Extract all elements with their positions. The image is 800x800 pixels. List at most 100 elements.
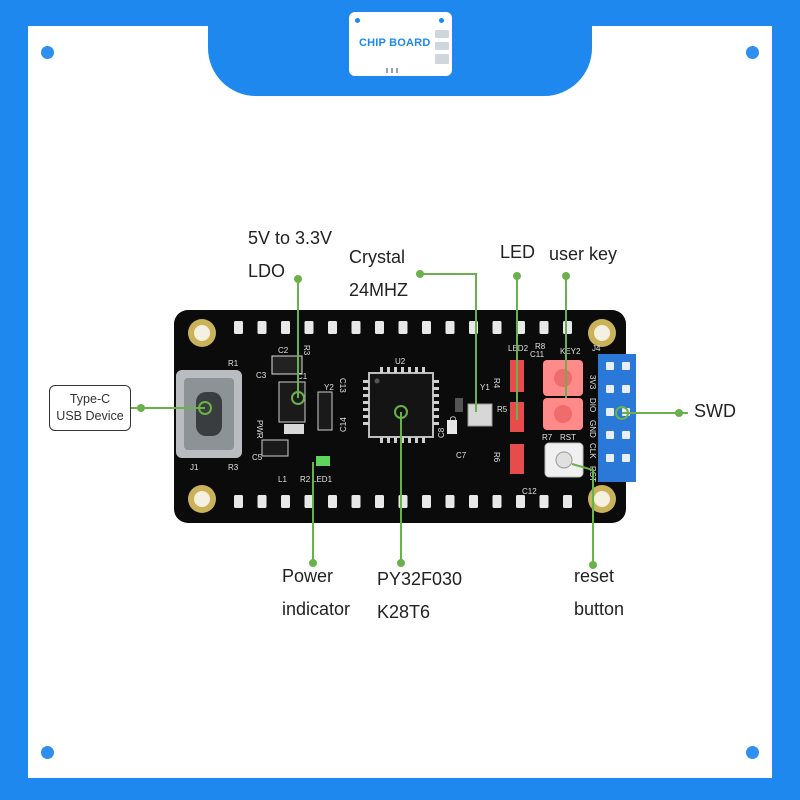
pin-pad	[469, 495, 478, 508]
logo-text: CHIP BOARD	[359, 37, 431, 49]
pin-pad	[363, 401, 369, 404]
pin-pad	[415, 437, 418, 443]
leader-rings	[198, 391, 629, 420]
silk-c2: C2	[278, 346, 289, 355]
label-mcu: PY32F030 K28T6	[377, 569, 463, 622]
power-led	[316, 456, 330, 466]
silk-r7: R7	[542, 433, 553, 442]
silk-c11: C11	[530, 350, 545, 359]
pin-pad	[422, 321, 431, 334]
pin-pad	[622, 385, 630, 393]
brand-logo: CHIP BOARD	[349, 12, 452, 76]
silk-r5: R5	[497, 405, 508, 414]
pin-pad	[234, 321, 243, 334]
silk-u2: U2	[395, 357, 406, 366]
silk-rst: RST	[560, 433, 576, 442]
pin-pad	[401, 367, 404, 373]
corner-dot	[746, 46, 759, 59]
label-ldo: 5V to 3.3V LDO	[248, 228, 333, 281]
silk-r3: R3	[302, 345, 311, 356]
crystal	[467, 403, 493, 427]
pin-pad	[387, 367, 390, 373]
silk-c7: C7	[456, 451, 467, 460]
pin-pad	[363, 394, 369, 397]
pin-pad	[422, 495, 431, 508]
silk-y2: Y2	[324, 383, 334, 392]
pin-pad	[539, 321, 549, 334]
leader-dots	[137, 270, 683, 569]
silk-c12: C12	[522, 487, 537, 496]
pin-pad	[401, 437, 404, 443]
pin-pad	[563, 321, 572, 334]
pin-pad	[304, 321, 314, 334]
pin-pad	[304, 495, 314, 508]
silk-r2: R2	[300, 475, 311, 484]
pin-pad	[433, 422, 439, 425]
label-power: Power indicator	[282, 566, 351, 619]
silk-key2: KEY2	[560, 347, 581, 356]
leader-crystal	[420, 273, 477, 412]
silk-c1: C1	[297, 372, 308, 381]
pin-pad	[492, 495, 502, 508]
silk-r4: R4	[492, 378, 501, 389]
silk-l1: L1	[278, 475, 287, 484]
leader-reset	[571, 463, 594, 565]
pin-pad	[257, 321, 267, 334]
silk-pin-gnd: GND	[588, 420, 597, 438]
silk-r1: R1	[228, 359, 239, 368]
pin-pad	[380, 437, 383, 443]
pin-pad	[408, 437, 411, 443]
silk-j1: J1	[190, 463, 199, 472]
pin-pad	[622, 454, 630, 462]
pin-pad	[606, 385, 614, 393]
corner-dot	[746, 746, 759, 759]
pin-pad	[387, 437, 390, 443]
silk-c14: C14	[339, 417, 348, 432]
pin-pad	[422, 437, 425, 443]
silk-r6: R6	[492, 452, 501, 463]
pin-pad	[606, 454, 614, 462]
silk-led2: LED2	[508, 344, 529, 353]
swd-header	[598, 354, 636, 482]
pin-pad	[606, 408, 614, 416]
pin-pad	[363, 415, 369, 418]
pin-pad	[433, 408, 439, 411]
label-reset: reset button	[574, 566, 625, 619]
pin-pad	[433, 387, 439, 390]
pin-pad	[363, 422, 369, 425]
pin-pad	[563, 495, 572, 508]
pin-pad	[351, 495, 361, 508]
silk-pin-clk: CLK	[588, 443, 597, 459]
pin-pad	[281, 321, 290, 334]
pin-pad	[257, 495, 267, 508]
pin-pad	[281, 495, 290, 508]
pin-pad	[363, 408, 369, 411]
pin-pad	[422, 367, 425, 373]
pin-pad	[380, 367, 383, 373]
ldo-chip	[278, 381, 306, 423]
pin-pad	[415, 367, 418, 373]
silk-j4: J4	[592, 344, 601, 353]
pin-pad	[398, 321, 408, 334]
pin-pad	[606, 362, 614, 370]
silk-led1: LED1	[312, 475, 333, 484]
pin-pad	[622, 362, 630, 370]
label-typec: Type-C USB Device	[49, 385, 131, 431]
pin-pad	[394, 437, 397, 443]
pin-pad	[328, 495, 337, 508]
pin-pad	[492, 321, 502, 334]
pin-pad	[433, 401, 439, 404]
label-user-key: user key	[549, 244, 618, 264]
pin-pad	[363, 387, 369, 390]
silk-c6: C6	[448, 416, 457, 427]
pin-pad	[516, 495, 525, 508]
silk-c13: C13	[338, 378, 347, 393]
pin-pad	[398, 495, 408, 508]
silk-c3: C3	[256, 371, 267, 380]
silk-pin-dio: DIO	[588, 398, 597, 412]
pin-pad	[375, 495, 384, 508]
pin-pad	[433, 394, 439, 397]
mounting-holes	[188, 319, 616, 513]
silk-r8: R8	[535, 342, 546, 351]
pin-pad	[622, 431, 630, 439]
